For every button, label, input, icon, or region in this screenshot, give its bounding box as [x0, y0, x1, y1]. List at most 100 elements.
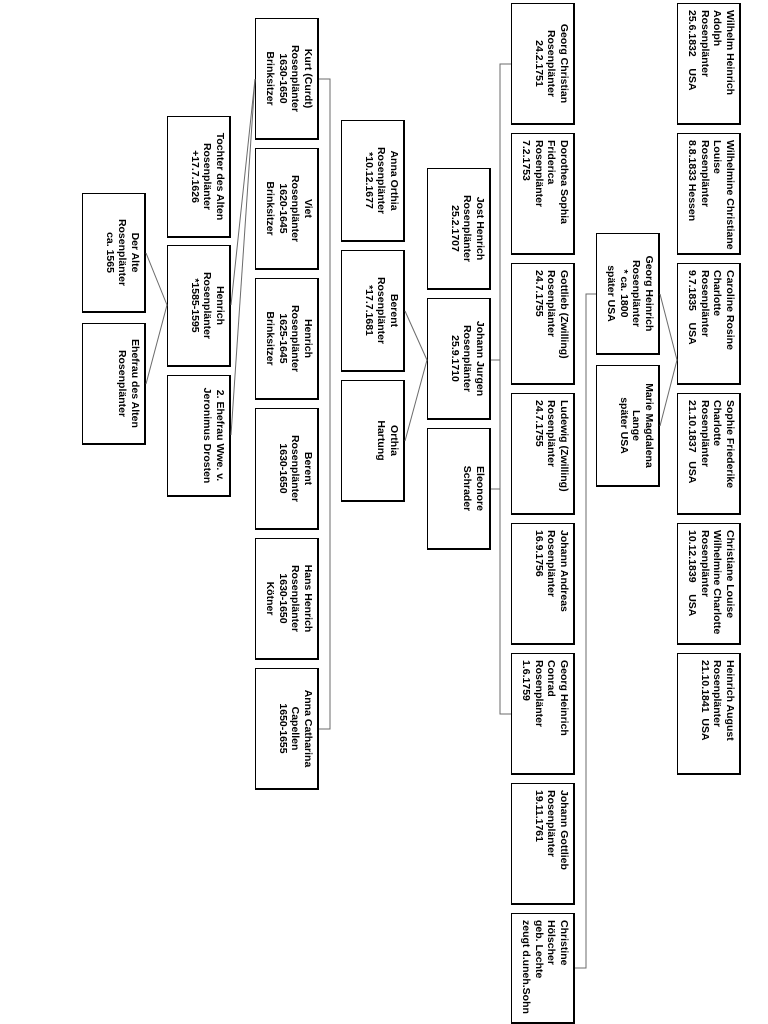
- person-text-line: Rosenplänter: [533, 140, 545, 208]
- person-text-line: *1585-1595: [189, 278, 201, 333]
- person-text-line: später USA: [605, 265, 618, 322]
- person-text-line: Rosenplänter: [711, 660, 724, 728]
- person-text-line: 1625-1645: [277, 313, 289, 364]
- person-text-line: geb. Lechte: [533, 920, 545, 979]
- person-text-line: 1.6.1759: [520, 660, 533, 701]
- person-text-line: Rosenplänter: [289, 174, 302, 243]
- person-text-line: Rosenplänter: [461, 324, 474, 393]
- person-text-line: Rosenplänter: [375, 146, 388, 215]
- person-text-line: Jeronimus Drosten: [201, 387, 214, 484]
- person-text-line: Rosenplänter: [545, 790, 558, 858]
- person-text-line: Rosenplänter: [545, 400, 558, 468]
- person-text-line: *17.7.1681: [363, 285, 375, 336]
- person-text-line: Schrader: [461, 465, 474, 512]
- person-text-line: Christiane Louise: [724, 530, 736, 619]
- person-text-line: Rosenplänter: [289, 434, 302, 503]
- person-text-line: 19.11.1761: [533, 790, 545, 842]
- person-text-line: Capellen: [289, 706, 302, 751]
- person-text-line: Rosenplänter: [201, 142, 214, 211]
- person-text-line: 21.10.1837 USA: [686, 400, 699, 484]
- person-text-line: Georg Christian: [558, 23, 570, 104]
- person-text-line: Johann Jurgen: [474, 320, 486, 397]
- person-text-line: *10.12.1677: [363, 152, 375, 209]
- person-text-line: 10.12.1839 USA: [686, 530, 699, 617]
- person-text-line: Wilhelmine Charlotte: [711, 530, 724, 635]
- person-text-line: Rosenplänter: [545, 29, 558, 98]
- person-text-line: Berent: [388, 293, 400, 328]
- person-text-line: Dorothea Sophia: [558, 140, 570, 225]
- person-text-line: Rosenplänter: [545, 530, 558, 598]
- person-text-line: Rosenplänter: [699, 140, 711, 208]
- person-text-line: Hartung: [375, 420, 388, 461]
- person-text-line: Marie Magdalena: [643, 383, 655, 468]
- person-text-line: Hölscher: [545, 920, 558, 965]
- person-text-line: Henrich: [214, 285, 226, 326]
- person-text-line: ca. 1565: [104, 232, 116, 273]
- person-text-line: 1630-1650: [277, 573, 289, 624]
- person-text-line: Charlotte: [711, 270, 724, 317]
- person-text-line: Wilhelm Heinrich: [724, 10, 736, 96]
- person-text-line: Johann Gottlieb: [558, 790, 570, 870]
- person-text-line: 25.2.1707: [449, 205, 461, 252]
- person-text-line: Rosenplänter: [116, 349, 129, 418]
- person-text-line: Rosenplänter: [375, 276, 388, 345]
- person-text-line: Tochter des Alten: [214, 132, 226, 221]
- person-text-line: 24.7.1755: [533, 270, 545, 317]
- person-text-line: Lange: [630, 410, 643, 441]
- person-text-line: Brinksitzer: [264, 181, 277, 236]
- person-text-line: Rosenplänter: [289, 44, 302, 113]
- person-text-line: Rosenplänter: [699, 270, 711, 338]
- person-text-line: Rosenplänter: [289, 304, 302, 373]
- person-text-line: Rosenplänter: [699, 400, 711, 468]
- person-text-line: Rosenplänter: [699, 10, 711, 78]
- person-text-line: Rosenplänter: [533, 660, 545, 728]
- person-text-line: Brinksitzer: [264, 51, 277, 106]
- person-text-line: Louise: [711, 140, 724, 174]
- person-text-line: Der Alte: [129, 232, 141, 273]
- person-text-line: Ludewig (Zwilling): [558, 400, 570, 492]
- person-text-line: Charlotte: [711, 400, 724, 447]
- person-text-line: Henrich: [302, 318, 314, 359]
- person-text-line: Orthia: [388, 425, 400, 456]
- person-text-line: 9.7.1835 USA: [686, 270, 699, 345]
- person-text-line: Conrad: [545, 660, 558, 697]
- person-text-line: Georg Heinrich: [643, 255, 655, 332]
- person-text-line: Rosenplänter: [201, 271, 214, 340]
- person-text-line: Rosenplänter: [545, 270, 558, 338]
- person-text-line: Johann Andreas: [558, 530, 570, 612]
- person-text-line: Adolph: [711, 10, 724, 47]
- person-text-line: 24.2.1751: [533, 40, 545, 87]
- person-text-line: 24.7.1755: [533, 400, 545, 447]
- person-text-line: Georg Heinrich: [558, 660, 570, 736]
- person-text-line: 1650-1655: [277, 703, 289, 754]
- person-text-line: Kötner: [264, 581, 277, 616]
- person-text-line: Friderica: [545, 140, 558, 185]
